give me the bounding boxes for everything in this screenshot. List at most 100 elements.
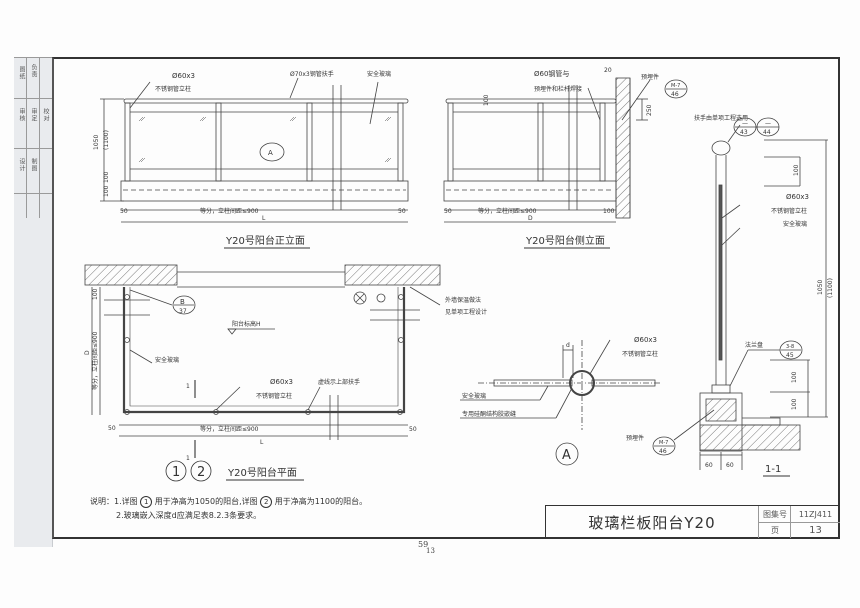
- insulation-label-2: 见单项工程设计: [445, 308, 487, 316]
- spacing-dim: 等分，立柱间距≤900: [478, 207, 537, 215]
- base-dim: 100: [103, 185, 110, 197]
- ref-bottom: 46: [659, 448, 667, 455]
- page-number: 59 13: [418, 540, 435, 555]
- post-desc-label: 不锈钢管立柱: [771, 207, 807, 215]
- title-block: 玻璃栏板阳台Y20 图集号 11ZJ411 页 13: [545, 505, 840, 539]
- detail-circle-1: 1: [172, 465, 180, 480]
- side-elevation-labels: 20 Ø60钢管与 预埋件和栏杆焊接 预埋件 M-7 46 250 100 50…: [444, 67, 680, 249]
- table-divider: [14, 98, 52, 99]
- height-dim: 1050: [93, 135, 100, 150]
- binding-label: 负责: [30, 64, 37, 78]
- note-line-2: 2.玻璃嵌入深度d应满足表8.2.3条要求。: [116, 511, 262, 520]
- top-gap-dim: 100: [793, 164, 800, 176]
- front-elevation: [100, 77, 409, 223]
- note-circle-1: 1: [140, 496, 153, 508]
- post-desc-label: 不锈钢管立柱: [622, 350, 658, 358]
- ref-a-bottom: 43: [740, 129, 748, 136]
- d-label: d: [566, 342, 570, 349]
- binding-label: 审核: [18, 108, 25, 122]
- offset-dim: 20: [604, 67, 612, 74]
- height-alt-dim: (1100): [103, 130, 110, 150]
- table-divider: [14, 193, 52, 194]
- notes: 说明：1.详图 1 用于净高为1050的阳台,详图 2 用于净高为1100的阳台…: [90, 495, 367, 523]
- note-circle-2: 2: [260, 496, 273, 508]
- handrail-label: Ø70x3钢管扶手: [290, 70, 334, 78]
- ref-b-top: —: [765, 120, 771, 127]
- atlas-label: 图集号: [758, 506, 791, 523]
- elevation-label: 阳台标高H: [232, 320, 261, 328]
- table-divider: [14, 148, 52, 149]
- right-margin-dim: 50: [398, 208, 406, 215]
- section-mark: 1: [186, 383, 190, 390]
- length-dim: L: [262, 215, 266, 222]
- right-margin-dim: 100: [603, 208, 615, 215]
- pipe-weld-label-2: 预埋件和栏杆焊接: [534, 85, 582, 93]
- binding-label: 设计: [18, 158, 25, 172]
- signature-table: 图纸 负责 审定 校对 审核 设计 制图: [14, 57, 52, 218]
- bottom-gap-dim: 100: [103, 171, 110, 183]
- depth-dim: D: [84, 350, 91, 355]
- length-dim: L: [260, 439, 264, 446]
- detail-a-title: A: [562, 448, 571, 463]
- ref-a-top: —: [742, 120, 748, 127]
- binding-label: 校对: [42, 108, 49, 122]
- embed-label: 预埋件: [626, 434, 644, 442]
- sheet-title: 玻璃栏板阳台Y20: [588, 513, 716, 532]
- page-number-sub: 13: [426, 547, 435, 555]
- left-margin-dim: 50: [108, 425, 116, 432]
- dashed-handrail-label: 虚线示上部扶手: [318, 378, 360, 386]
- width-dim-1: 60: [705, 462, 713, 469]
- post-pipe-label: Ø60x3: [634, 336, 657, 344]
- spacing-dim: 等分，立柱间距≤900: [200, 425, 259, 433]
- depth-dim: D: [528, 215, 533, 222]
- glass-label: 安全玻璃: [462, 392, 486, 400]
- detail-a: [460, 339, 715, 466]
- atlas-value: 11ZJ411: [790, 506, 840, 523]
- height-dim: 1050: [817, 280, 824, 295]
- plan-labels: B 37 阳台标高H 安全玻璃 1 1 Ø60x3 不锈钢管立柱 虚线示上部扶手…: [84, 288, 487, 482]
- table-divider: [39, 58, 40, 218]
- post-desc-label: 不锈钢管立柱: [256, 392, 292, 400]
- embed-height-dim: 250: [646, 104, 653, 116]
- height-alt-dim: (1100): [827, 278, 834, 298]
- lower-dim-2: 100: [791, 398, 798, 410]
- flange-ref-bottom: 45: [786, 352, 794, 359]
- width-dim-2: 60: [726, 462, 734, 469]
- note-mid: 用于净高为1050的阳台,详图: [154, 497, 258, 506]
- detail-ref-a: A: [268, 149, 273, 157]
- ref-b-top: B: [180, 298, 185, 306]
- binding-label: 审定: [30, 108, 37, 122]
- note-end: 用于净高为1100的阳台。: [274, 497, 368, 506]
- side-elevation: [443, 77, 688, 223]
- ref-top: M-7: [659, 440, 668, 446]
- embed-label: 预埋件: [641, 73, 659, 81]
- left-margin-dim: 50: [444, 208, 452, 215]
- plan-view: [84, 264, 441, 458]
- page-number-main: 59: [418, 540, 429, 549]
- ref-top: M-7: [671, 83, 680, 89]
- top-dim: 100: [92, 288, 99, 300]
- spacing-dim: 等分，立柱间距≤900: [200, 207, 259, 215]
- right-margin-dim: 50: [409, 426, 417, 433]
- section-1-1-labels: 扶手由单项工程选用 — 43 — 44 100 Ø60x3 不锈钢管立柱 安全玻…: [694, 114, 834, 477]
- plan-title: Y20号阳台平面: [227, 466, 297, 479]
- sealant-label: 专用硅酮结构胶嵌缝: [462, 410, 516, 418]
- table-divider: [26, 58, 27, 218]
- section-title: 1-1: [765, 464, 781, 475]
- top-gap-dim: 100: [483, 94, 490, 106]
- post-pipe-label: Ø60x3: [270, 378, 293, 386]
- lower-dim-1: 100: [791, 371, 798, 383]
- section-1-1: [699, 117, 828, 470]
- handrail-note: 扶手由单项工程选用: [694, 114, 748, 122]
- binding-label: 制图: [30, 158, 37, 172]
- post-desc-label: 不锈钢管立柱: [155, 85, 191, 93]
- left-margin-dim: 50: [120, 208, 128, 215]
- post-pipe-label: Ø60x3: [786, 193, 809, 201]
- front-elevation-title: Y20号阳台正立面: [225, 234, 305, 247]
- drawing-frame: [52, 57, 840, 539]
- post-pipe-label: Ø60x3: [172, 72, 195, 80]
- ref-bottom: 46: [671, 91, 679, 98]
- binding-label: 图纸: [18, 66, 25, 80]
